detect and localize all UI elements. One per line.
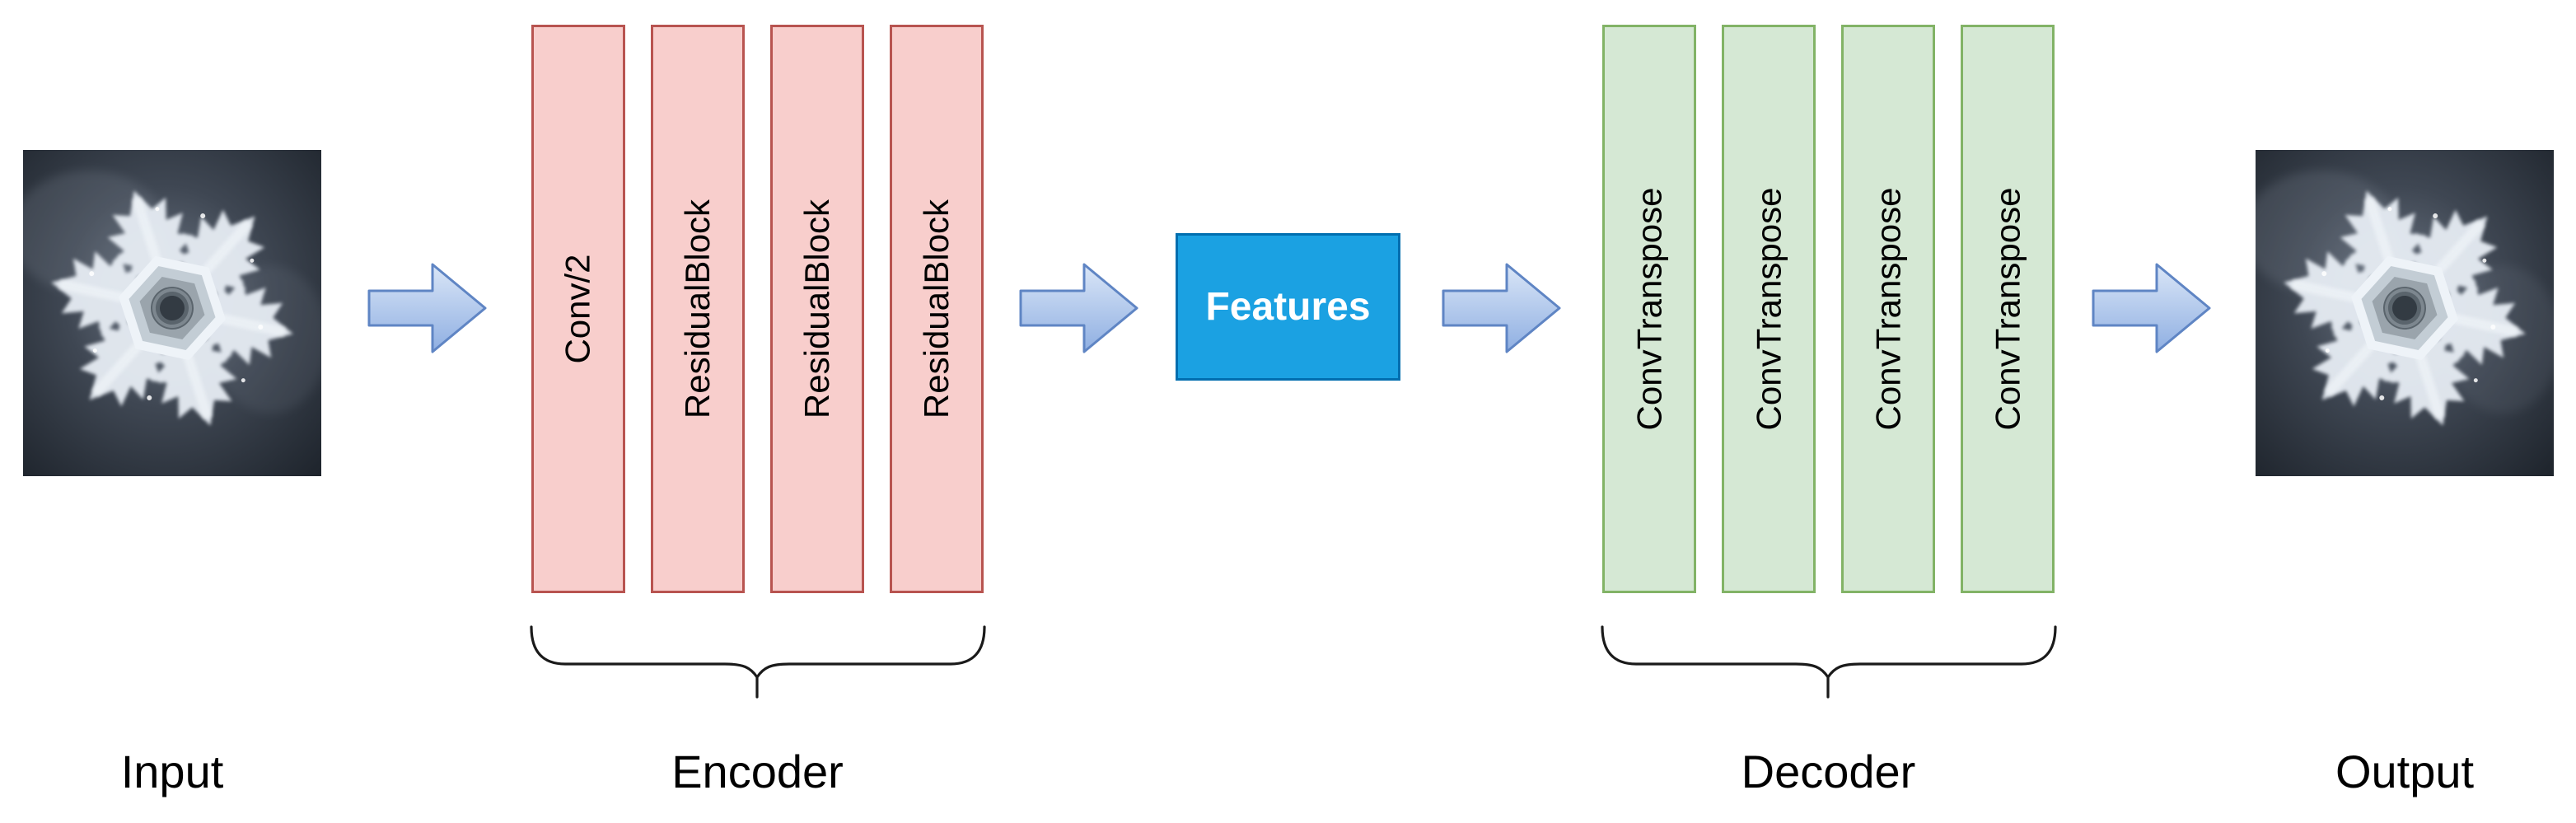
flow-arrow-features-to-decoder — [1442, 263, 1561, 353]
encoder-block-residual-3: ResidualBlock — [890, 25, 984, 593]
encoder-caption: Encoder — [671, 746, 844, 797]
encoder-block-conv: Conv/2 — [531, 25, 625, 593]
snowflake-icon — [23, 150, 321, 476]
decoder-caption: Decoder — [1741, 746, 1916, 797]
encoder-block-residual-2: ResidualBlock — [770, 25, 864, 593]
encoder-block-residual-1: ResidualBlock — [651, 25, 745, 593]
features-label: Features — [1205, 285, 1371, 329]
encoder-underbrace — [530, 625, 986, 699]
flow-arrow-encoder-to-features — [1019, 263, 1138, 353]
flow-arrow-input-to-encoder — [367, 263, 487, 353]
decoder-block-convtranspose-3: ConvTranspose — [1841, 25, 1935, 593]
input-caption: Input — [120, 746, 224, 797]
decoder-underbrace — [1601, 625, 2057, 699]
flow-arrow-decoder-to-output — [2092, 263, 2211, 353]
decoder-block-convtranspose-2: ConvTranspose — [1722, 25, 1816, 593]
decoder-block-label: ConvTranspose — [1749, 187, 1788, 431]
input-snowflake-image — [23, 150, 321, 476]
decoder-block-label: ConvTranspose — [1988, 187, 2027, 431]
decoder-block-label: ConvTranspose — [1868, 187, 1907, 431]
snowflake-icon — [2256, 150, 2554, 476]
decoder-block-convtranspose-1: ConvTranspose — [1602, 25, 1696, 593]
output-snowflake-image — [2256, 150, 2554, 476]
encoder-block-label: Conv/2 — [559, 254, 598, 364]
encoder-block-label: ResidualBlock — [678, 199, 718, 419]
output-caption: Output — [2335, 746, 2475, 797]
features-box: Features — [1176, 233, 1400, 381]
decoder-block-convtranspose-4: ConvTranspose — [1961, 25, 2055, 593]
encoder-block-label: ResidualBlock — [797, 199, 837, 419]
encoder-block-label: ResidualBlock — [917, 199, 956, 419]
decoder-block-label: ConvTranspose — [1629, 187, 1668, 431]
